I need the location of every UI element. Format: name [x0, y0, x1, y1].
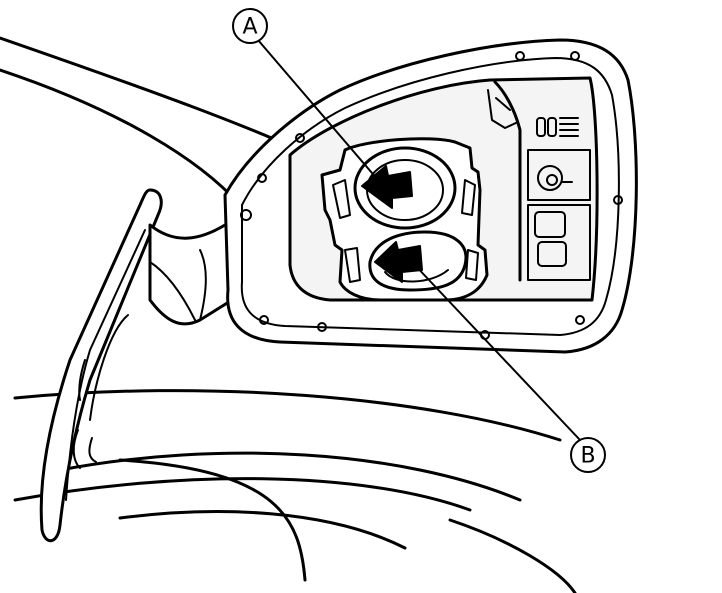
- charge-port-door: [39, 188, 163, 543]
- arrow-lower: [374, 241, 423, 283]
- callout-b: B: [570, 437, 606, 473]
- side-panel-details: [487, 80, 591, 282]
- callout-a-label: A: [242, 15, 257, 40]
- charge-inlet: [320, 137, 489, 302]
- callout-a: A: [232, 8, 268, 44]
- callout-b-label: B: [580, 444, 595, 469]
- leader-lines: [257, 39, 581, 441]
